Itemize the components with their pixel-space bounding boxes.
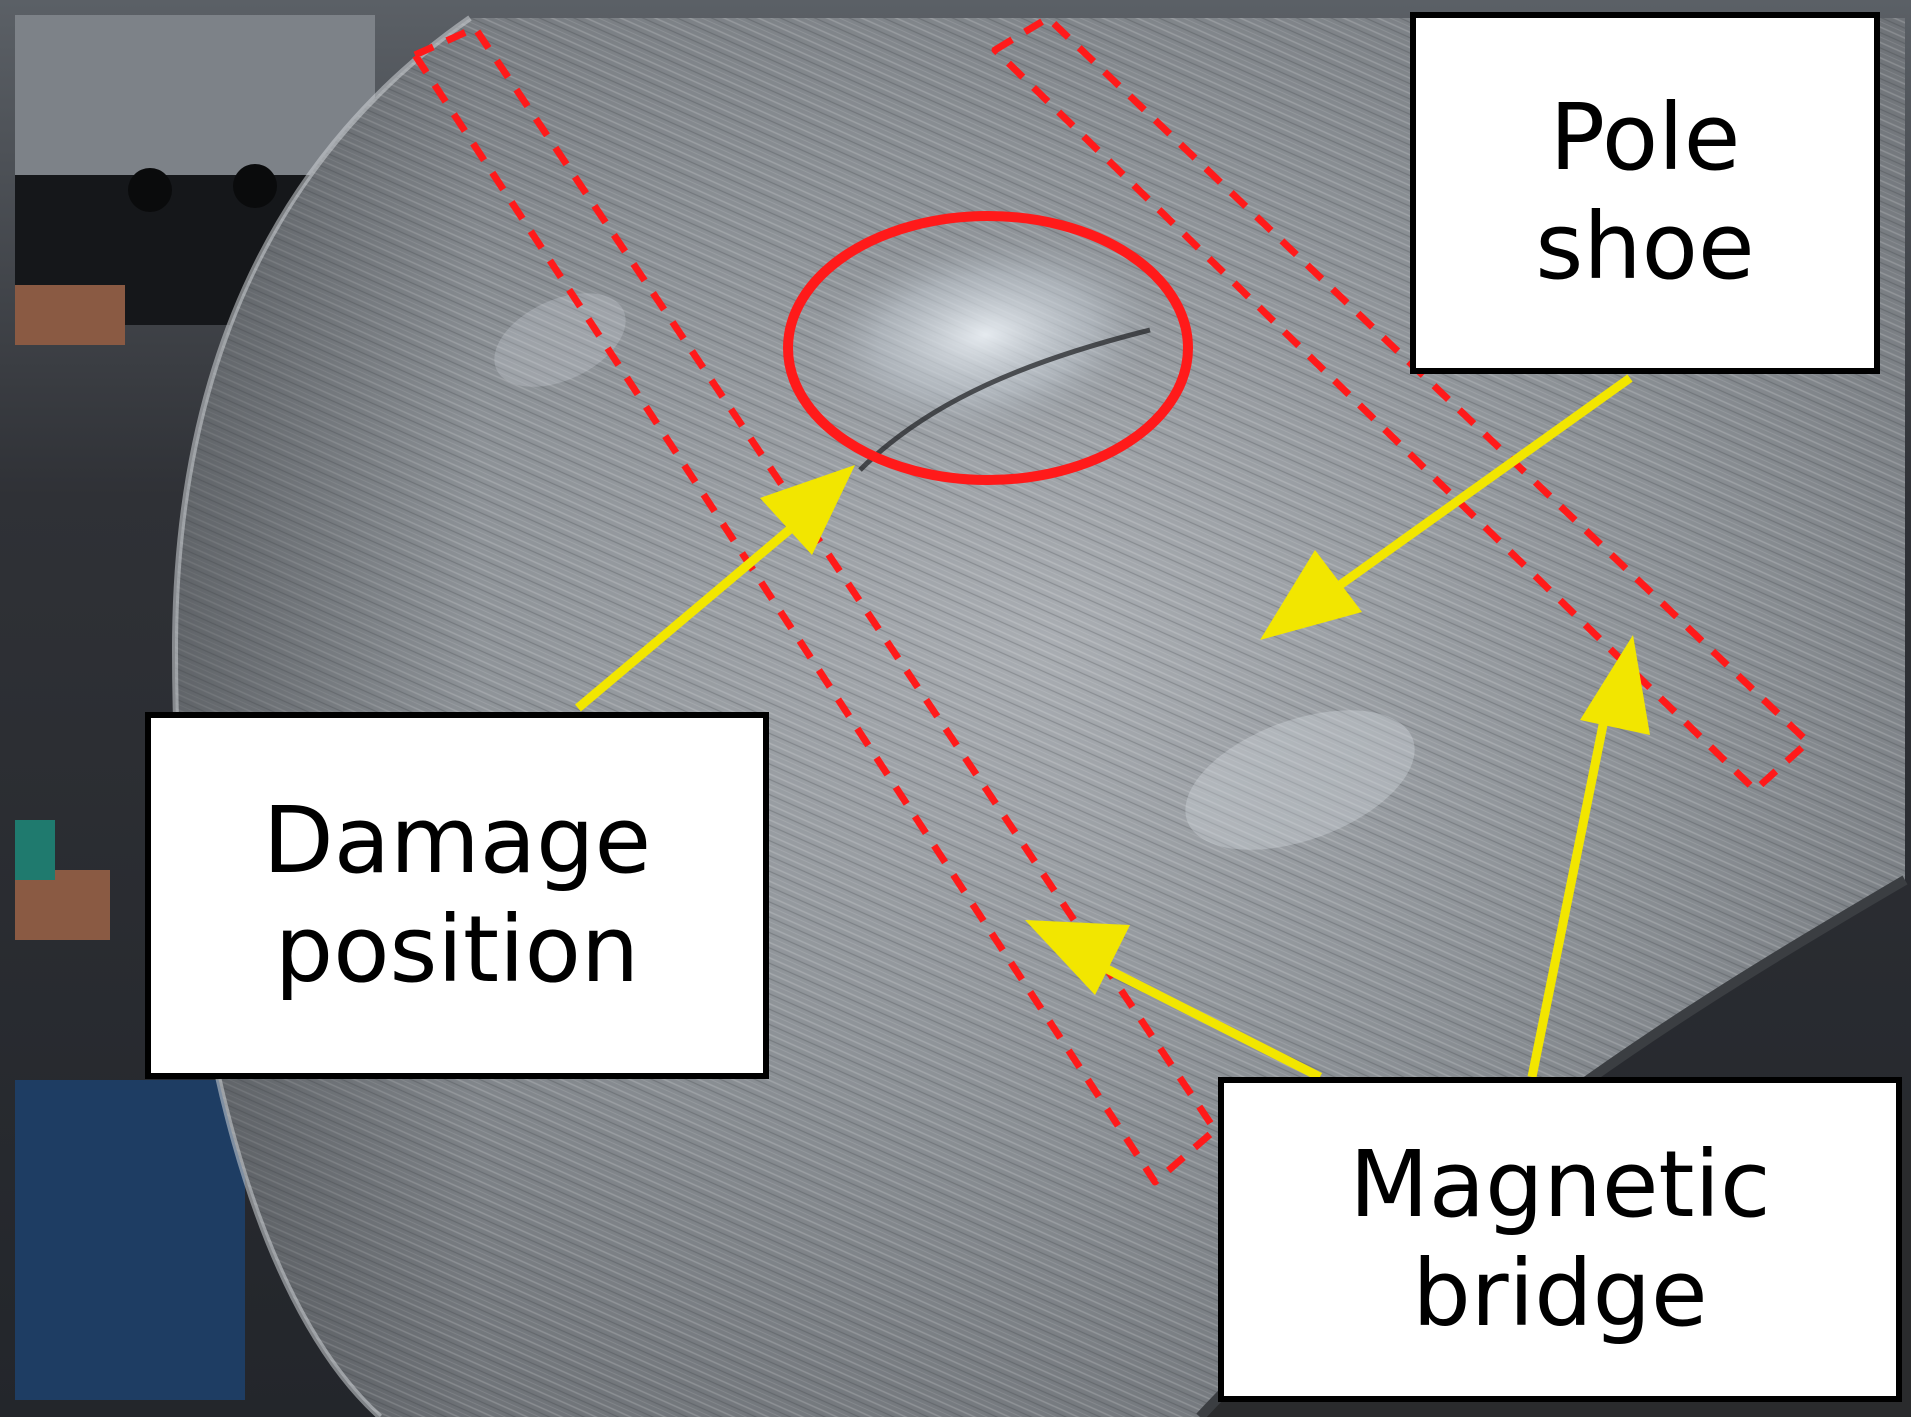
blue-frame [15, 1080, 245, 1400]
left-bridge-region [411, 24, 1219, 1186]
bolt-hole-2 [233, 164, 277, 208]
teal-wire [15, 820, 55, 880]
bolt-hole-1 [128, 168, 172, 212]
copper-lead-2 [15, 870, 110, 940]
magnetic-bridge-label-line1: Magnetic [1349, 1130, 1771, 1238]
pole-shoe-label-line2: shoe [1535, 193, 1755, 300]
damage-circle [783, 211, 1193, 485]
arrow-to-left-bridge [1025, 920, 1323, 1082]
pole-shoe-label: Pole shoe [1410, 12, 1880, 374]
pole-shoe-label-line1: Pole [1549, 84, 1741, 192]
arrow-to-right-bridge [1527, 635, 1650, 1078]
magnetic-bridge-label-line2: bridge [1412, 1239, 1708, 1347]
rotor-front-edge [171, 15, 472, 1417]
arrow-to-damage [575, 465, 855, 712]
right-bridge-region [991, 14, 1812, 794]
arrows [575, 374, 1650, 1082]
damage-position-label-line2: position [274, 895, 640, 1003]
magnetic-bridge-label: Magnetic bridge [1218, 1077, 1902, 1402]
arrow-to-pole-shoe [1260, 374, 1633, 640]
damage-sheen [806, 232, 1164, 438]
damage-position-label: Damage position [145, 712, 769, 1079]
damage-scratch [858, 327, 1151, 472]
copper-lead-1 [15, 285, 125, 345]
damage-position-label-line1: Damage [262, 786, 652, 894]
